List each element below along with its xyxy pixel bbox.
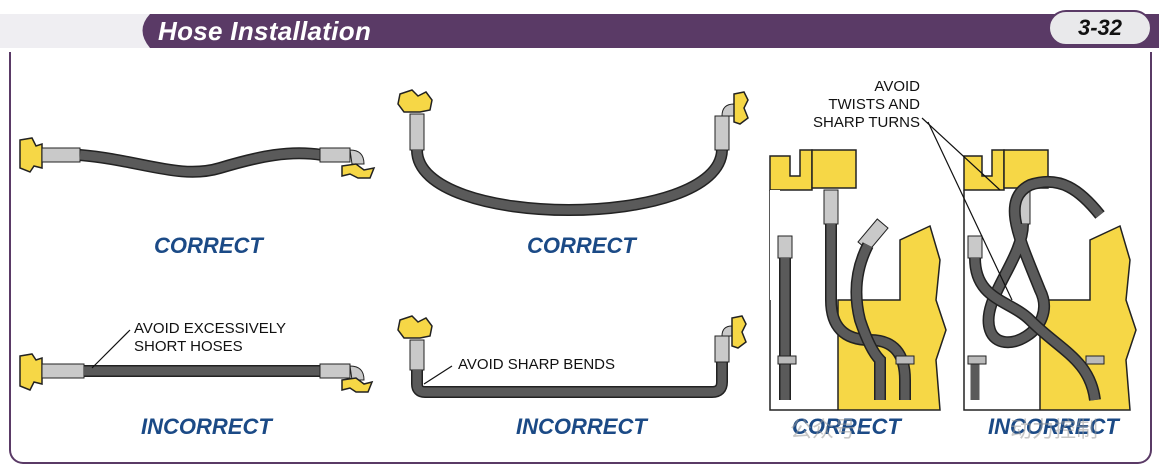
- curved-hose-line: [412, 149, 727, 215]
- header-background: [0, 8, 1159, 48]
- twists-note-line1: AVOID: [874, 78, 920, 95]
- left-port-block: [19, 137, 43, 173]
- bend-correct-label: CORRECT: [527, 233, 636, 258]
- short-hoses-note: AVOID EXCESSIVELY SHORT HOSES: [134, 320, 286, 356]
- sharp-bend-hose-line: [412, 360, 727, 397]
- page-title: Hose Installation: [158, 16, 372, 46]
- watermark-left: 公众号·: [790, 418, 863, 443]
- header-bar: Hose Installation 3-32: [0, 0, 1159, 52]
- bend-incorrect-label: INCORRECT: [516, 414, 647, 439]
- bend-hose-incorrect-diagram: [397, 315, 747, 398]
- engine-correct-diagram: [769, 149, 947, 411]
- short-hoses-pointer: [91, 329, 131, 369]
- twists-pointer-2: [927, 121, 1013, 301]
- twists-note: AVOID TWISTS AND SHARP TURNS: [794, 78, 920, 132]
- bend-hose-correct-diagram: [397, 89, 749, 216]
- hose-line: [79, 148, 323, 177]
- straight-hose-incorrect-diagram: [19, 329, 374, 393]
- straight-hose-correct-diagram: [19, 137, 376, 179]
- engine-incorrect-diagram: [921, 117, 1137, 411]
- engine-incorrect-label: INCORRECT: [988, 414, 1119, 439]
- watermark-right: 动力控制: [1010, 418, 1099, 443]
- twists-note-line3: SHARP TURNS: [813, 114, 920, 131]
- twists-note-line2: TWISTS AND: [828, 96, 920, 113]
- right-port-block: [341, 163, 376, 179]
- sharp-bends-note: AVOID SHARP BENDS: [458, 356, 615, 373]
- page-number-badge: 3-32: [1048, 10, 1152, 46]
- straight-correct-label: CORRECT: [154, 233, 263, 258]
- straight-incorrect-label: INCORRECT: [141, 414, 272, 439]
- sharp-bends-pointer: [423, 365, 453, 385]
- engine-correct-label: CORRECT: [792, 414, 901, 439]
- short-hoses-note-line2: SHORT HOSES: [134, 338, 243, 355]
- right-fitting: [319, 147, 351, 163]
- short-hoses-note-line1: AVOID EXCESSIVELY: [134, 320, 286, 337]
- twists-pointer-1: [921, 117, 1001, 191]
- content-frame: [9, 52, 1152, 464]
- left-fitting: [41, 147, 81, 163]
